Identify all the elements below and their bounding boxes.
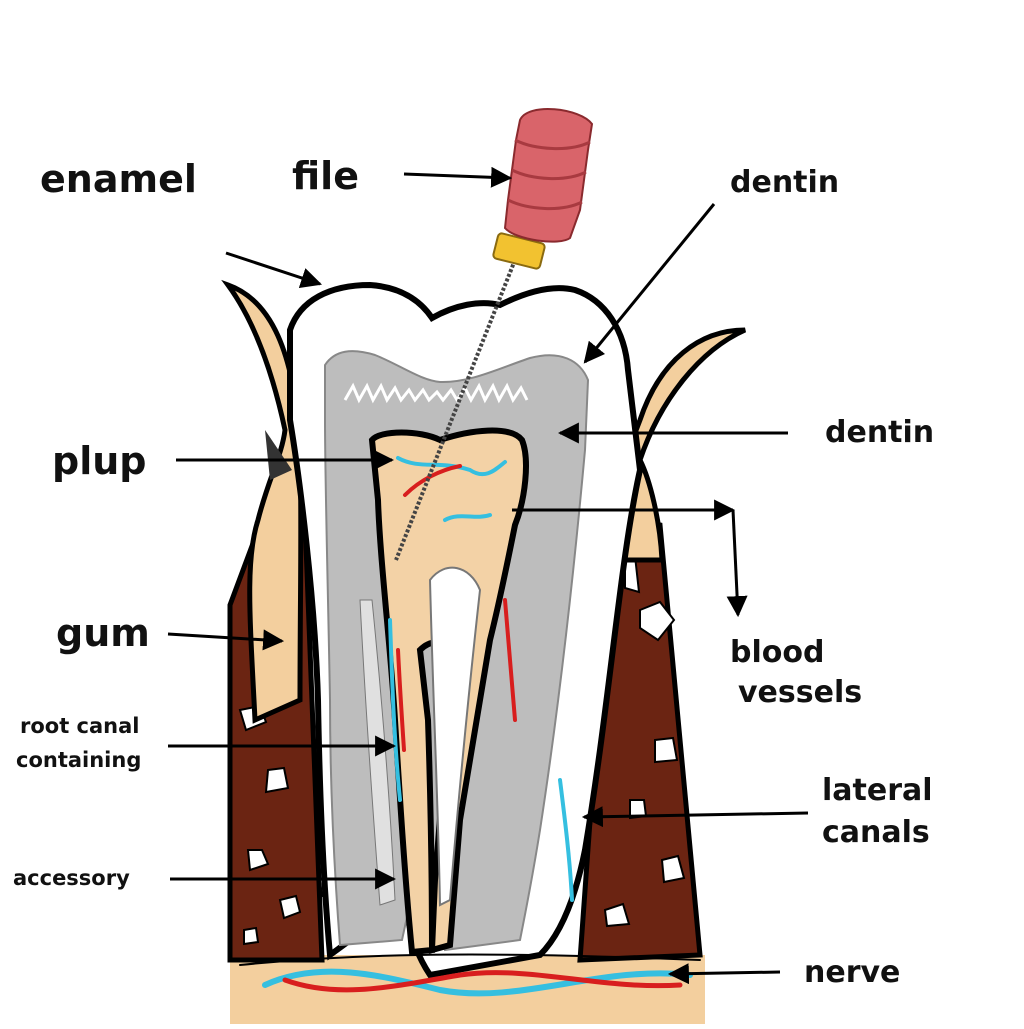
- nerve-and-vessels-base: [239, 953, 701, 997]
- label-blood: blood: [730, 635, 825, 670]
- dentin-top-pointer: [583, 203, 716, 364]
- label-dentin-mid: dentin: [825, 415, 935, 450]
- label-vessels: vessels: [738, 675, 863, 710]
- file-pointer: [403, 166, 513, 188]
- root-core: [428, 566, 482, 907]
- label-file: file: [292, 154, 359, 198]
- lateral-canals-pointer: [581, 806, 809, 828]
- blood-vessels-pointer-drop: [726, 509, 748, 618]
- label-root-canal: root canal: [20, 714, 140, 738]
- dentin-serration: [343, 382, 529, 404]
- label-accessory: accessory: [13, 866, 130, 890]
- label-dentin-top: dentin: [730, 165, 840, 200]
- label-canals: canals: [822, 815, 930, 850]
- label-nerve: nerve: [804, 955, 901, 990]
- label-gum: gum: [56, 611, 150, 655]
- label-containing: containing: [16, 748, 142, 772]
- label-enamel: enamel: [40, 157, 197, 201]
- label-lateral: lateral: [822, 773, 933, 808]
- nerve-pointer: [667, 963, 781, 985]
- label-plup: plup: [52, 439, 147, 483]
- gum-shadow-left: [265, 430, 292, 480]
- endodontic-file: [394, 108, 594, 561]
- label-pointers: [167, 166, 809, 985]
- gum-pointer: [167, 629, 285, 651]
- enamel-pointer: [225, 251, 322, 289]
